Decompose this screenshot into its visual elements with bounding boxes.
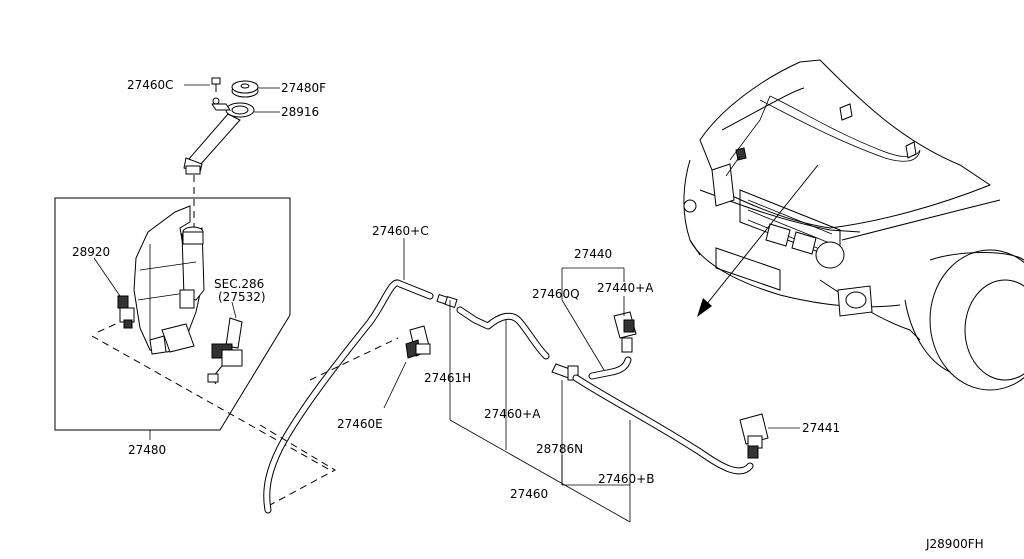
direction-arrow <box>697 164 819 317</box>
hose-27460-a <box>456 306 550 360</box>
connector-27461h <box>436 293 458 308</box>
washer-tank <box>133 205 205 355</box>
label-27441: 27441 <box>802 421 840 435</box>
label-27460c: 27460C <box>127 78 174 92</box>
clip-27460e <box>405 325 431 359</box>
label-28920: 28920 <box>72 245 110 259</box>
label-27532: (27532) <box>218 290 266 304</box>
hose-27460-c <box>263 279 434 514</box>
level-sensor <box>207 317 243 385</box>
bolt-27460c <box>211 77 221 105</box>
label-27460-b: 27460+B <box>598 472 654 486</box>
cap-27480f <box>231 80 259 98</box>
hose-27460-b <box>572 374 754 475</box>
label-27460-c: 27460+C <box>372 224 429 238</box>
label-27461h: 27461H <box>424 371 471 385</box>
label-27460q: 27460Q <box>532 287 580 301</box>
label-27480: 27480 <box>128 443 166 457</box>
label-27440-a: 27440+A <box>597 281 654 295</box>
label-27460: 27460 <box>510 487 548 501</box>
tank-assembly-frame <box>54 197 291 431</box>
leader-lines-27460-group <box>449 300 631 523</box>
label-28786n: 28786N <box>536 442 583 456</box>
label-27460-a: 27460+A <box>484 407 541 421</box>
vehicle-illustration <box>683 59 1024 391</box>
label-28916: 28916 <box>281 105 319 119</box>
label-sec-286: SEC.286 <box>214 277 264 291</box>
label-27480f: 27480F <box>281 81 326 95</box>
nozzle-27441 <box>739 413 769 459</box>
nozzle-27440-a <box>613 311 637 353</box>
pump-28920 <box>117 295 135 329</box>
hose-27460-q <box>588 356 632 380</box>
label-27460e: 27460E <box>337 417 383 431</box>
reference-code: J28900FH <box>925 537 984 551</box>
label-27440: 27440 <box>574 247 612 261</box>
leader-lines-27440 <box>561 267 625 371</box>
strap-28916 <box>183 102 255 175</box>
